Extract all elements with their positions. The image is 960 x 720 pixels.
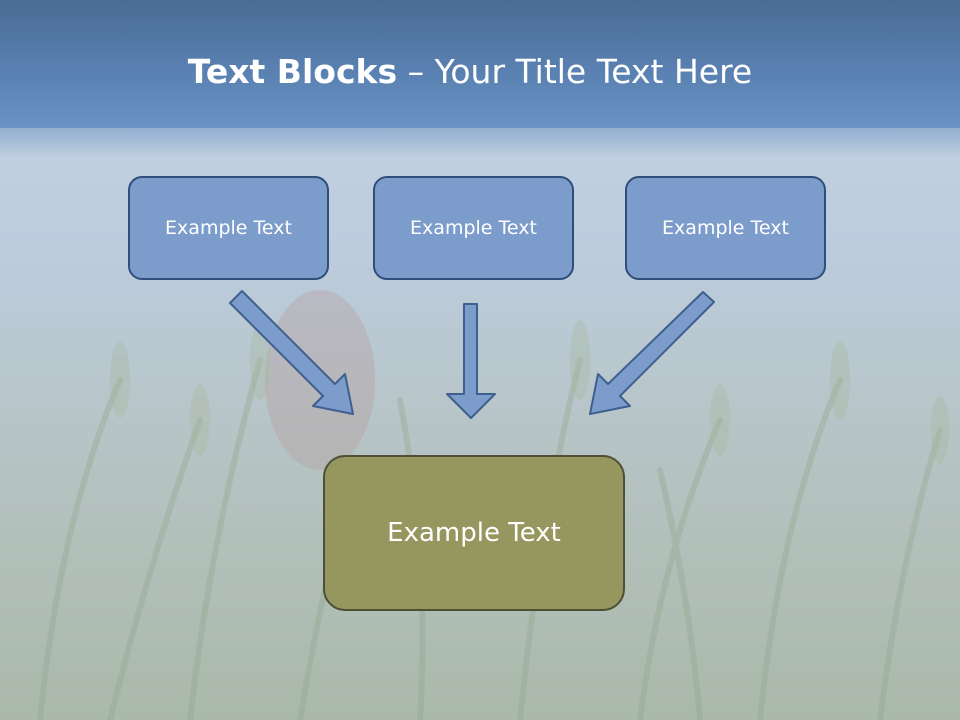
text-block-1[interactable]: Example Text bbox=[128, 176, 329, 280]
target-block[interactable]: Example Text bbox=[323, 455, 625, 611]
title-regular-part: Your Title Text Here bbox=[434, 52, 753, 91]
target-block-label: Example Text bbox=[387, 518, 561, 548]
text-block-2-label: Example Text bbox=[410, 217, 537, 239]
arrow-center-down bbox=[446, 303, 496, 419]
text-block-3[interactable]: Example Text bbox=[625, 176, 826, 280]
slide-title: Text Blocks – Your Title Text Here bbox=[0, 52, 940, 91]
arrow-right-diagonal bbox=[589, 291, 715, 415]
title-bar-fade bbox=[0, 128, 960, 158]
text-block-2[interactable]: Example Text bbox=[373, 176, 574, 280]
text-block-3-label: Example Text bbox=[662, 217, 789, 239]
title-bar bbox=[0, 0, 960, 128]
title-separator: – bbox=[397, 52, 435, 91]
title-bold-part: Text Blocks bbox=[187, 52, 398, 91]
arrow-left-diagonal bbox=[229, 290, 354, 415]
text-block-1-label: Example Text bbox=[165, 217, 292, 239]
